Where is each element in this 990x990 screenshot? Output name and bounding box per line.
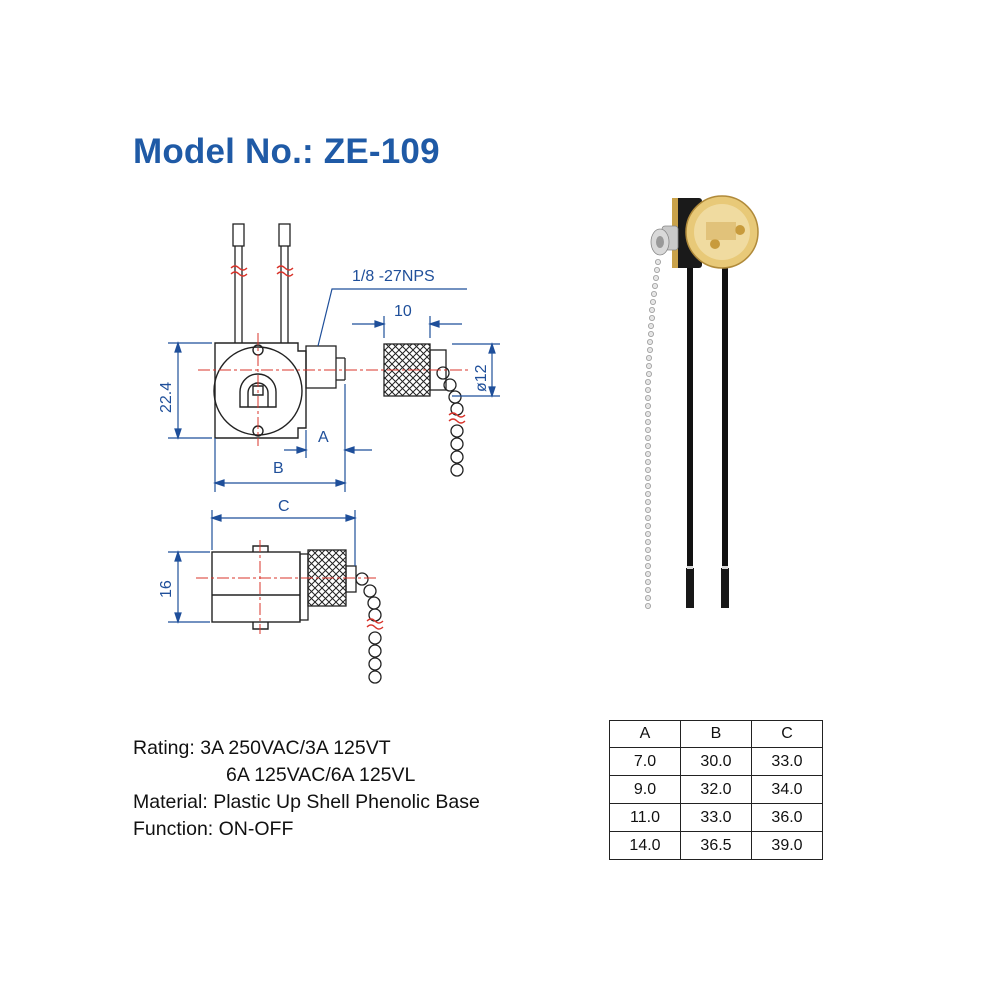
pull-chain-side <box>355 572 384 684</box>
dim-16-label: 16 <box>158 580 175 598</box>
centerlines-front <box>198 333 470 446</box>
table-cell: 32.0 <box>680 775 752 804</box>
dimension-lines-front <box>168 288 500 492</box>
spec-rating-row-2: 6A 125VAC/6A 125VL <box>133 762 480 789</box>
table-cell: 7.0 <box>609 747 681 776</box>
dim-diameter-label: ø12 <box>473 364 490 392</box>
ball-chain <box>645 258 662 610</box>
function-label: Function: <box>133 818 214 840</box>
switch-body-front <box>213 342 307 439</box>
material-label: Material: <box>133 791 208 813</box>
table-cell: 33.0 <box>751 747 823 776</box>
rating-label: Rating: <box>133 737 195 759</box>
table-cell: 36.0 <box>751 803 823 832</box>
threaded-bushing <box>305 345 346 389</box>
spec-rating-row: Rating: 3A 250VAC/3A 125VT <box>133 735 480 762</box>
switch-housing-photo <box>650 195 759 269</box>
table-cell: 30.0 <box>680 747 752 776</box>
pull-chain-front <box>436 366 466 477</box>
dim-b-label: B <box>273 460 284 477</box>
table-cell: 9.0 <box>609 775 681 804</box>
dimension-lines-side <box>168 510 357 624</box>
material-value: Plastic Up Shell Phenolic Base <box>213 791 480 813</box>
table-header-cell: B <box>680 720 752 748</box>
rating-value-line2: 6A 125VAC/6A 125VL <box>226 764 416 786</box>
table-cell: 33.0 <box>680 803 752 832</box>
table-cell: 39.0 <box>751 831 823 860</box>
model-title: Model No.: ZE-109 <box>133 132 440 171</box>
black-wires <box>686 262 729 608</box>
table-header-cell: C <box>751 720 823 748</box>
switch-body-side <box>211 545 301 630</box>
table-header-cell: A <box>609 720 681 748</box>
dim-22-4-label: 22.4 <box>158 382 175 413</box>
dim-10-label: 10 <box>394 303 412 320</box>
table-row: 14.0 36.5 39.0 <box>609 831 823 860</box>
spec-function-row: Function: ON-OFF <box>133 816 480 843</box>
centerlines-side <box>196 540 378 634</box>
dim-c-label: C <box>278 498 290 515</box>
front-view: 1/8 -27NPS 10 ø12 22.4 A B <box>158 223 500 492</box>
dimension-table: A B C 7.0 30.0 33.0 9.0 32.0 34.0 11.0 3… <box>609 720 823 860</box>
spec-material-row: Material: Plastic Up Shell Phenolic Base <box>133 789 480 816</box>
spec-block: Rating: 3A 250VAC/3A 125VT 6A 125VAC/6A … <box>133 735 480 843</box>
function-value: ON-OFF <box>218 818 294 840</box>
table-cell: 11.0 <box>609 803 681 832</box>
table-cell: 34.0 <box>751 775 823 804</box>
rating-value-line1: 3A 250VAC/3A 125VT <box>200 737 391 759</box>
side-view: C 16 <box>158 498 384 684</box>
knurled-knob-side <box>299 549 357 621</box>
table-cell: 14.0 <box>609 831 681 860</box>
table-cell: 36.5 <box>680 831 752 860</box>
table-row: 7.0 30.0 33.0 <box>609 747 823 776</box>
product-photo <box>645 195 759 610</box>
lead-wires <box>230 223 294 343</box>
thread-spec-label: 1/8 -27NPS <box>352 268 435 285</box>
table-row: 9.0 32.0 34.0 <box>609 775 823 804</box>
table-row: 11.0 33.0 36.0 <box>609 803 823 832</box>
table-header-row: A B C <box>609 720 823 748</box>
dim-a-label: A <box>318 429 329 446</box>
